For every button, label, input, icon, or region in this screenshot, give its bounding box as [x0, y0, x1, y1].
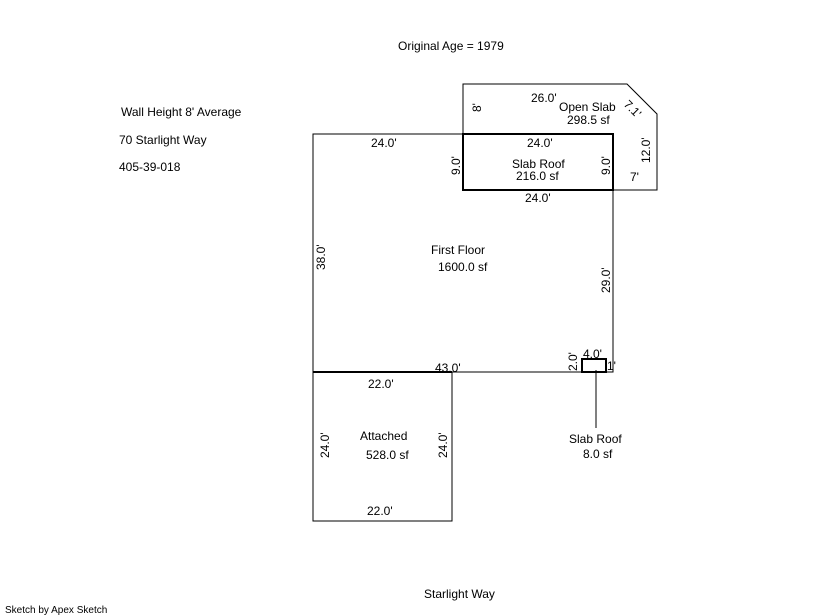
dim-attached-bottom: 22.0'	[367, 504, 393, 518]
slab-roof-small-area: 8.0 sf	[583, 447, 613, 461]
attached-outline	[312, 371, 453, 522]
slab-roof-top-name: Slab Roof	[512, 157, 565, 171]
attached-name: Attached	[360, 429, 407, 443]
dim-attached-left: 24.0'	[318, 432, 332, 458]
dim-small-slab-top: 4.0'	[583, 347, 602, 361]
dim-first-floor-left: 38.0'	[314, 244, 328, 270]
open-slab-area: 298.5 sf	[567, 113, 610, 127]
dim-first-floor-bottom: 43.0'	[435, 361, 461, 375]
dim-small-slab-left: 2.0'	[566, 352, 580, 371]
address-label: 70 Starlight Way	[119, 133, 207, 147]
street-label: Starlight Way	[424, 587, 495, 601]
dim-open-slab-bottom: 7'	[630, 170, 639, 184]
open-slab-name: Open Slab	[559, 100, 616, 114]
dim-open-slab-left: 8'	[470, 103, 484, 112]
slab-roof-top-area: 216.0 sf	[516, 169, 559, 183]
dim-attached-right: 24.0'	[436, 432, 450, 458]
dim-first-floor-top: 24.0'	[371, 136, 397, 150]
dim-slab-roof-left: 9.0'	[449, 156, 463, 175]
wall-height-label: Wall Height 8' Average	[121, 105, 242, 119]
dim-open-slab-diagonal: 7.1'	[621, 97, 644, 120]
parcel-number-label: 405-39-018	[119, 160, 181, 174]
dim-first-floor-right: 29.0'	[599, 267, 613, 293]
slab-roof-top-outline	[462, 133, 614, 191]
sketch-credit: Sketch by Apex Sketch	[5, 605, 107, 616]
dim-attached-top: 22.0'	[368, 377, 394, 391]
first-floor-name: First Floor	[431, 243, 485, 257]
first-floor-area: 1600.0 sf	[438, 260, 488, 274]
attached-area: 528.0 sf	[366, 448, 409, 462]
dim-slab-roof-right: 9.0'	[599, 156, 613, 175]
dim-open-slab-top: 26.0'	[531, 91, 557, 105]
slab-roof-small-name: Slab Roof	[569, 432, 622, 446]
slab-roof-small-outline	[581, 358, 607, 373]
dim-small-slab-right: 1'	[607, 359, 616, 373]
dim-slab-roof-bottom: 24.0'	[525, 191, 551, 205]
original-age-label: Original Age = 1979	[398, 39, 504, 53]
dim-slab-roof-top: 24.0'	[527, 136, 553, 150]
dim-open-slab-right: 12.0'	[639, 137, 653, 163]
